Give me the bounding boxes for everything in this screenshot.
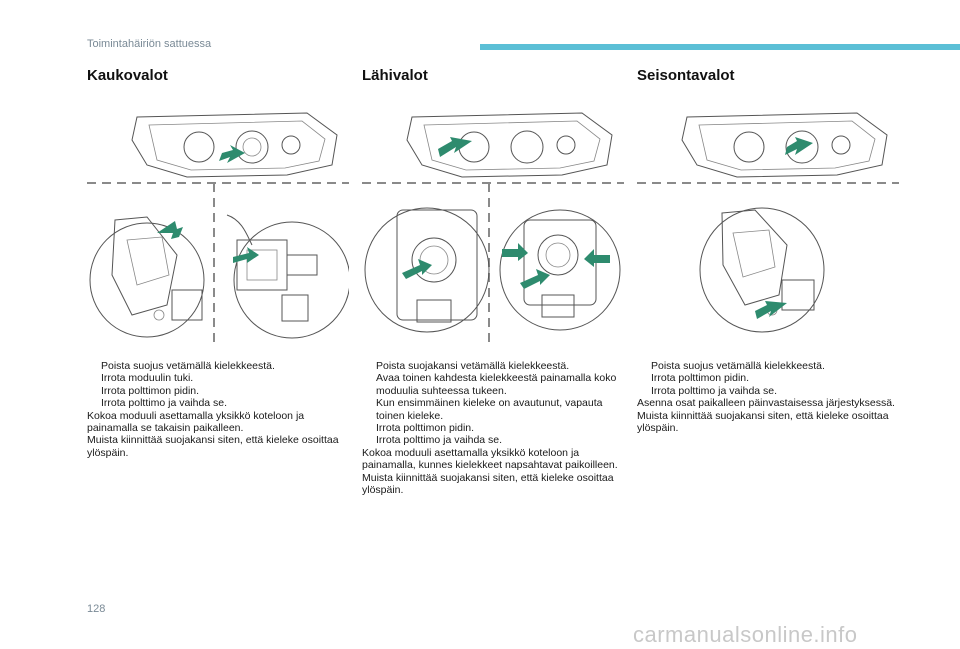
- module-detail-right: [226, 214, 349, 339]
- instruction-paragraph: Kokoa moduuli asettamalla yksikkö kotelo…: [87, 409, 305, 435]
- bullet-icon: [87, 397, 101, 409]
- instruction-paragraph: Muista kiinnittää suojakansi siten, että…: [87, 434, 339, 459]
- bullet-icon: [362, 360, 376, 372]
- watermark: carmanualsonline.info: [633, 622, 858, 647]
- module-detail-left: [89, 216, 205, 338]
- instruction-step: Poista suojakansi vetämällä kielekkeestä…: [362, 360, 624, 372]
- bullet-icon: [87, 372, 101, 384]
- bullet-icon: [637, 372, 651, 384]
- module-detail-right: [499, 209, 621, 331]
- direction-arrow: [438, 137, 472, 157]
- module-detail-left: [364, 207, 490, 333]
- bullet-icon: [637, 385, 651, 397]
- direction-arrow: [157, 221, 183, 239]
- instruction-step: Irrota polttimo ja vaihda se.: [362, 434, 624, 446]
- instruction-step: Poista suojus vetämällä kielekkeestä.: [87, 360, 349, 372]
- lahivalot-instructions: Poista suojakansi vetämällä kielekkeestä…: [362, 360, 624, 496]
- instruction-paragraph: Muista kiinnittää suojakansi siten, että…: [637, 409, 889, 435]
- bullet-icon: [362, 422, 376, 434]
- bullet-icon: [362, 434, 376, 446]
- instruction-paragraph: Asenna osat paikalleen päinvastaisessa j…: [637, 397, 895, 410]
- bullet-icon: [87, 385, 101, 397]
- bullet-icon: [362, 397, 376, 422]
- lahivalot-illustration: [362, 112, 624, 345]
- page-number: 128: [87, 603, 106, 615]
- direction-arrow: [402, 259, 432, 279]
- instruction-step: Irrota polttimo ja vaihda se.: [87, 397, 349, 409]
- direction-arrow: [520, 269, 550, 289]
- instruction-step: Poista suojus vetämällä kielekkeestä.: [637, 360, 899, 372]
- headlamp-drawing: [406, 112, 613, 178]
- kaukovalot-instructions: Poista suojus vetämällä kielekkeestä. Ir…: [87, 360, 349, 459]
- header-accent-bar: [480, 44, 960, 50]
- column-title-seisontavalot: Seisontavalot: [637, 67, 735, 84]
- instruction-step: Kun ensimmäinen kieleke on avautunut, va…: [362, 397, 624, 422]
- direction-arrow: [584, 249, 610, 267]
- direction-arrow: [233, 247, 259, 263]
- instruction-step: Irrota polttimon pidin.: [362, 422, 624, 434]
- seisontavalot-instructions: Poista suojus vetämällä kielekkeestä. Ir…: [637, 360, 899, 434]
- column-title-kaukovalot: Kaukovalot: [87, 67, 168, 84]
- direction-arrow: [502, 243, 528, 261]
- instruction-paragraph: Kokoa moduuli asettamalla yksikkö kotelo…: [362, 446, 618, 472]
- headlamp-drawing: [681, 112, 888, 178]
- instruction-step: Irrota polttimo ja vaihda se.: [637, 385, 899, 397]
- section-title: Toimintahäiriön sattuessa: [87, 38, 212, 50]
- instruction-step: Irrota polttimon pidin.: [87, 385, 349, 397]
- column-title-lahivalot: Lähivalot: [362, 67, 428, 84]
- seisontavalot-illustration: [637, 112, 899, 333]
- instruction-step: Irrota polttimon pidin.: [637, 372, 899, 384]
- direction-arrow: [219, 145, 245, 163]
- bullet-icon: [362, 372, 376, 397]
- instruction-paragraph: Muista kiinnittää suojakansi siten, että…: [362, 471, 614, 497]
- instruction-step: Irrota moduulin tuki.: [87, 372, 349, 384]
- instruction-step: Avaa toinen kahdesta kielekkeestä painam…: [362, 372, 624, 397]
- bullet-icon: [637, 360, 651, 372]
- bullet-icon: [87, 360, 101, 372]
- kaukovalot-illustration: [87, 112, 349, 345]
- direction-arrow: [785, 137, 813, 155]
- direction-arrow: [755, 301, 787, 319]
- headlamp-drawing: [131, 112, 338, 178]
